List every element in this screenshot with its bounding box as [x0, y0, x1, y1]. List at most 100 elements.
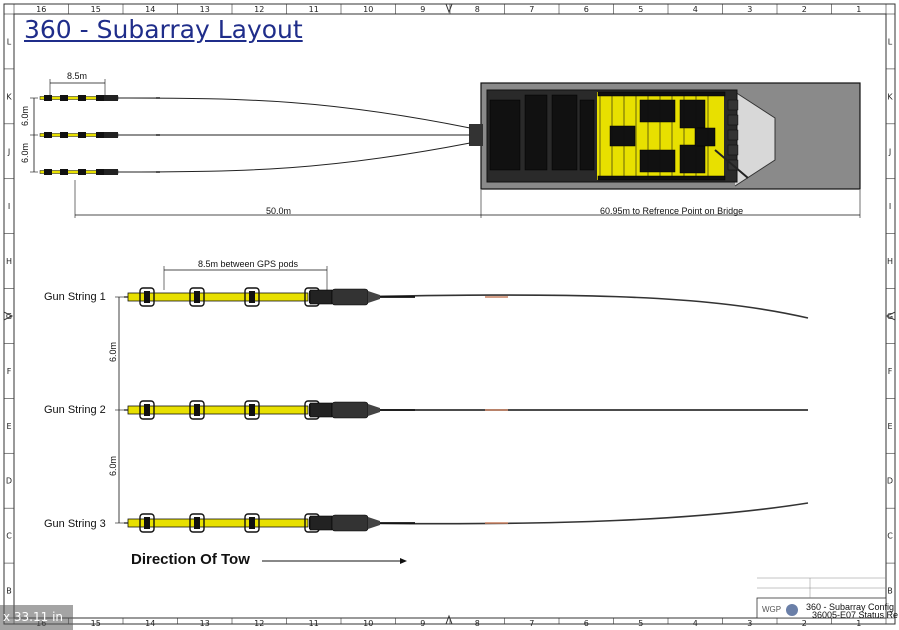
- bottom-lower-spacing-label: 6.0m: [108, 455, 119, 477]
- tow-line-3: [117, 142, 471, 173]
- mini-gun-pod: [78, 95, 86, 101]
- top-diagram: [30, 79, 861, 218]
- bottom-diagram: [115, 266, 809, 564]
- mini-gun-float: [104, 169, 118, 175]
- top-center-arrow: [445, 3, 453, 14]
- gun-clamp: [139, 513, 155, 533]
- border-col-top-10: 10: [363, 5, 373, 14]
- deck-detail: [489, 91, 749, 181]
- border-col-top-13: 13: [200, 5, 210, 14]
- gun-clamp: [189, 400, 205, 420]
- border-row-left-B: B: [6, 587, 12, 596]
- gun-string-3: [124, 513, 508, 533]
- lower-string-spacing-label: 6.0m: [20, 142, 31, 164]
- title-block-logo: WGP: [762, 605, 782, 614]
- direction-arrowhead: [400, 558, 407, 564]
- border-col-bottom-2: 2: [802, 619, 807, 628]
- deck-bin: [727, 129, 739, 141]
- left-center-arrow: [3, 311, 14, 321]
- border-row-left-K: K: [6, 92, 12, 101]
- umbilical-float: [331, 401, 369, 419]
- border-col-bottom-8: 8: [475, 619, 480, 628]
- umbilical-float: [331, 514, 369, 532]
- border-row-left-L: L: [7, 37, 12, 46]
- border-row-right-B: B: [887, 587, 893, 596]
- deck-block: [524, 94, 548, 171]
- border-labels: 1615141312111098765432116151413121110987…: [6, 5, 893, 628]
- border-col-top-16: 16: [36, 5, 46, 14]
- gun-string-1: [124, 287, 508, 307]
- gun-string-2-label: Gun String 2: [44, 404, 106, 416]
- mini-gun-float: [104, 132, 118, 138]
- deck-bin: [727, 99, 739, 111]
- border-row-left-G: G: [6, 312, 12, 321]
- zoom-readout[interactable]: x 33.11 in: [0, 605, 73, 630]
- mini-gun-pod: [60, 95, 68, 101]
- gun-string-body: [127, 518, 309, 528]
- mini-gun-pod: [96, 95, 104, 101]
- bottom-center-arrow: [445, 614, 453, 625]
- border-col-bottom-6: 6: [584, 619, 589, 628]
- border-row-right-L: L: [888, 37, 893, 46]
- deck-block: [597, 175, 726, 181]
- mini-gun-pod: [96, 169, 104, 175]
- border-col-bottom-4: 4: [693, 619, 698, 628]
- border-col-bottom-5: 5: [638, 619, 643, 628]
- umbilical-connector: [368, 291, 380, 303]
- border-row-left-J: J: [7, 147, 10, 156]
- mini-gun-pod: [60, 169, 68, 175]
- border-col-bottom-13: 13: [200, 619, 210, 628]
- crane-arm: [714, 149, 749, 179]
- deck-block: [489, 99, 521, 171]
- gps-pod: [309, 515, 333, 531]
- mini-gun-strings: [39, 95, 160, 175]
- mini-gun-pod: [44, 95, 52, 101]
- border-col-top-15: 15: [91, 5, 101, 14]
- border-row-right-E: E: [887, 422, 892, 431]
- mini-gun-pod: [44, 132, 52, 138]
- deck-bin: [727, 114, 739, 126]
- deck-block: [694, 127, 716, 147]
- gps-spacing-label: 8.5m between GPS pods: [198, 259, 299, 269]
- gun-string-3-label: Gun String 3: [44, 518, 106, 530]
- gun-clamp: [139, 287, 155, 307]
- border-col-top-3: 3: [747, 5, 752, 14]
- border-col-top-5: 5: [638, 5, 643, 14]
- border-row-right-C: C: [887, 532, 893, 541]
- border-col-top-4: 4: [693, 5, 698, 14]
- bottom-upper-spacing-label: 6.0m: [108, 341, 119, 363]
- border-col-top-8: 8: [475, 5, 480, 14]
- mini-gun-pod: [60, 132, 68, 138]
- gun-clamp: [189, 513, 205, 533]
- mini-gun-float: [104, 95, 118, 101]
- mini-gun-pod: [44, 169, 52, 175]
- deck-block: [639, 99, 676, 123]
- upper-string-spacing-label: 6.0m: [20, 105, 31, 127]
- streamer-3: [339, 502, 809, 525]
- deck-block: [609, 125, 636, 147]
- right-center-arrow: [885, 311, 896, 321]
- border-ticks: [4, 4, 895, 624]
- border-col-bottom-7: 7: [529, 619, 534, 628]
- deck-block: [551, 94, 578, 171]
- mini-gun-pod: [78, 169, 86, 175]
- border-col-top-11: 11: [309, 5, 319, 14]
- border-row-left-C: C: [6, 532, 12, 541]
- gun-clamp: [244, 287, 260, 307]
- mini-gun-pod: [96, 132, 104, 138]
- border-row-right-I: I: [889, 202, 891, 211]
- border-row-left-E: E: [6, 422, 11, 431]
- page-title: 360 - Subarray Layout: [24, 15, 303, 44]
- border-col-bottom-15: 15: [91, 619, 101, 628]
- border-col-bottom-1: 1: [856, 619, 861, 628]
- border-row-left-I: I: [8, 202, 10, 211]
- tow-length-label: 50.0m: [266, 206, 292, 216]
- gun-string-1-label: Gun String 1: [44, 291, 106, 303]
- border-col-bottom-9: 9: [420, 619, 425, 628]
- gun-clamp: [189, 287, 205, 307]
- border-row-right-J: J: [888, 147, 891, 156]
- gun-clamp: [244, 513, 260, 533]
- gps-pod: [309, 402, 333, 418]
- umbilical-float: [331, 288, 369, 306]
